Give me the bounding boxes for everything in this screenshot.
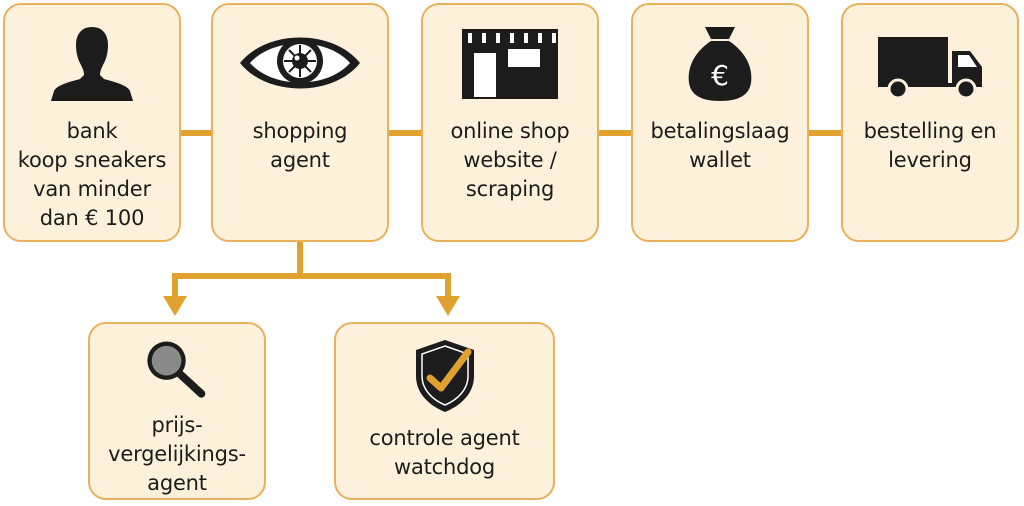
eye-icon xyxy=(240,37,360,89)
shield-check-icon xyxy=(415,340,474,412)
node-watchdog-label: controle agent watchdog xyxy=(369,426,520,479)
money-bag-euro-icon: € xyxy=(688,27,752,101)
node-watchdog: controle agent watchdog xyxy=(334,322,555,500)
node-delivery-label: bestelling en levering xyxy=(863,119,997,172)
magnifying-glass-icon xyxy=(147,341,206,398)
node-bank-label: bank koop sneakers van minder dan € 100 xyxy=(17,119,167,230)
connector-branch-horizontal xyxy=(172,273,451,300)
node-delivery: bestelling en levering xyxy=(841,3,1019,242)
node-payment-label: betalingslaag wallet xyxy=(650,119,790,172)
delivery-truck-icon xyxy=(878,37,982,100)
node-price-compare-label: prijs- vergelijkings- agent xyxy=(108,413,246,495)
node-shopping-agent-label: shopping agent xyxy=(252,119,348,172)
arrow-to-compare xyxy=(163,296,187,316)
svg-text:€: € xyxy=(711,59,729,92)
node-online-shop: online shop website / scraping xyxy=(421,3,599,242)
node-bank: bank koop sneakers van minder dan € 100 xyxy=(3,3,181,242)
arrow-to-watchdog xyxy=(436,296,460,316)
node-online-shop-label: online shop website / scraping xyxy=(450,119,570,201)
node-price-compare: prijs- vergelijkings- agent xyxy=(88,322,266,500)
node-shopping-agent: shopping agent xyxy=(211,3,389,242)
node-payment: € betalingslaag wallet xyxy=(631,3,809,242)
person-silhouette-icon xyxy=(51,27,133,101)
storefront-icon xyxy=(462,29,558,99)
